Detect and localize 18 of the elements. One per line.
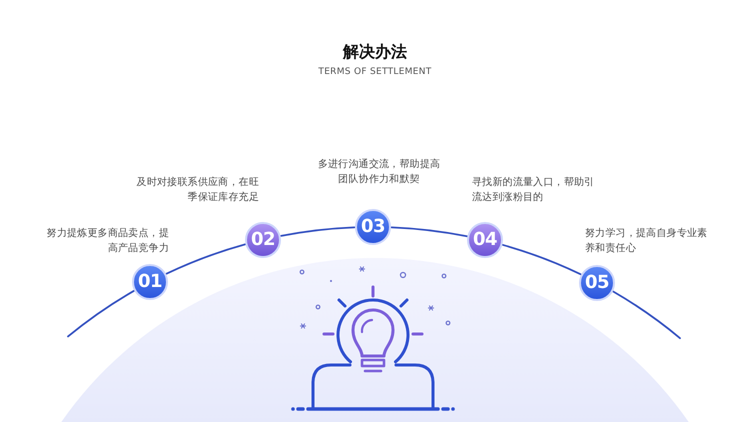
arc-line (166, 243, 246, 275)
step-number: 02 (250, 230, 276, 250)
arc-line (67, 290, 135, 338)
step-description: 及时对接联系供应商，在旺季保证库存充足 (136, 176, 259, 204)
arc-line (280, 226, 356, 237)
step-number: 04 (472, 230, 498, 250)
step-number: 03 (360, 217, 386, 237)
subtitle: TERMS OF SETTLEMENT (318, 66, 432, 78)
step-description: 努力提炼更多商品卖点，提高产品竞争力 (46, 226, 169, 256)
step-description: 努力学习，提高自身专业素养和责任心 (585, 226, 708, 256)
step-description: 寻找新的流量入口，帮助引流达到涨粉目的 (472, 176, 596, 204)
step-number: 01 (138, 272, 162, 292)
arc-line (390, 226, 468, 238)
arc-line (502, 244, 582, 276)
step-description: 多进行沟通交流，帮助提高团队协作力和默契 (316, 158, 442, 187)
step-number: 05 (584, 272, 610, 293)
title: 解决办法 (343, 42, 407, 62)
arc-line (612, 290, 681, 340)
